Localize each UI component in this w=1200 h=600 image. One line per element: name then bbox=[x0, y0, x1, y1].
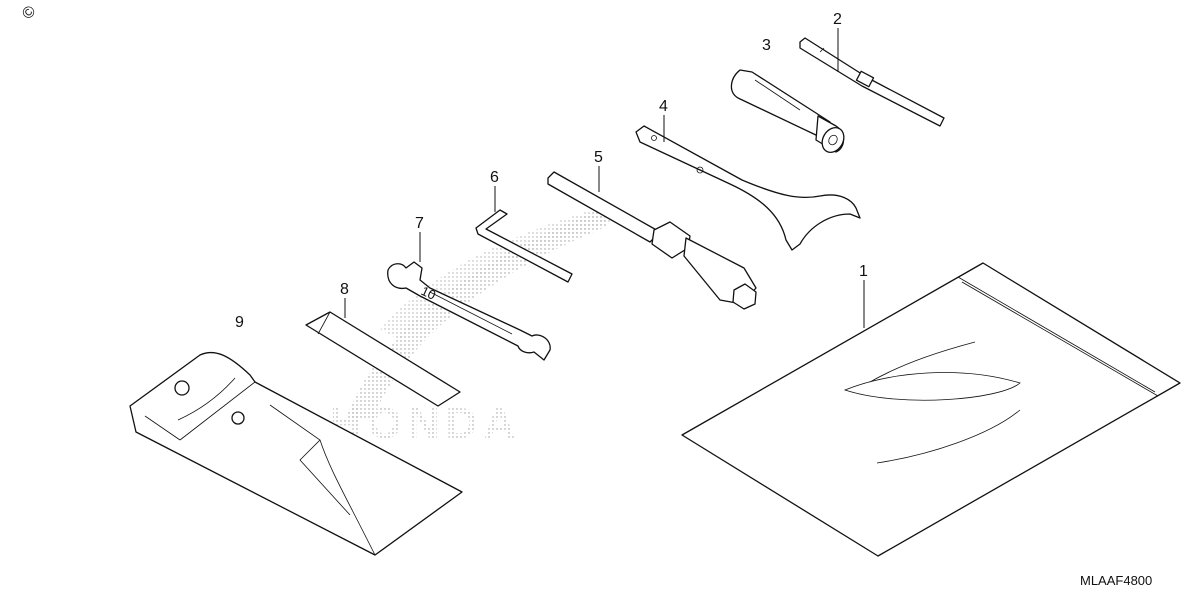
callout-8: 8 bbox=[340, 281, 349, 298]
watermark-honda-logo: HONDA bbox=[330, 205, 612, 448]
svg-text:10: 10 bbox=[419, 283, 438, 303]
part-1-document-bag bbox=[681, 262, 1181, 557]
callout-7: 7 bbox=[415, 215, 424, 232]
part-6-hex-wrench bbox=[475, 209, 573, 283]
part-3-screwdriver-handle bbox=[730, 69, 845, 153]
callout-3: 3 bbox=[762, 37, 771, 54]
callout-9: 9 bbox=[235, 314, 244, 331]
part-4-pin-spanner bbox=[635, 125, 861, 251]
part-8-tool-tube bbox=[305, 311, 461, 407]
callout-leaders bbox=[344, 28, 865, 328]
part-5-spark-plug-wrench bbox=[547, 171, 757, 310]
part-9-tool-bag bbox=[129, 351, 463, 556]
callout-2: 2 bbox=[833, 11, 842, 28]
callout-4: 4 bbox=[659, 98, 668, 115]
part-2-screwdriver-bit bbox=[799, 37, 945, 127]
callout-1: 1 bbox=[859, 263, 868, 280]
copyright-mark: © bbox=[19, 3, 40, 24]
callout-6: 6 bbox=[490, 169, 499, 186]
part-7-open-end-wrench: 10 bbox=[387, 261, 551, 361]
callout-labels: 1 2 3 4 5 6 7 8 9 bbox=[235, 11, 868, 331]
callout-5: 5 bbox=[594, 149, 603, 166]
diagram-code: MLAAF4800 bbox=[1080, 573, 1152, 588]
